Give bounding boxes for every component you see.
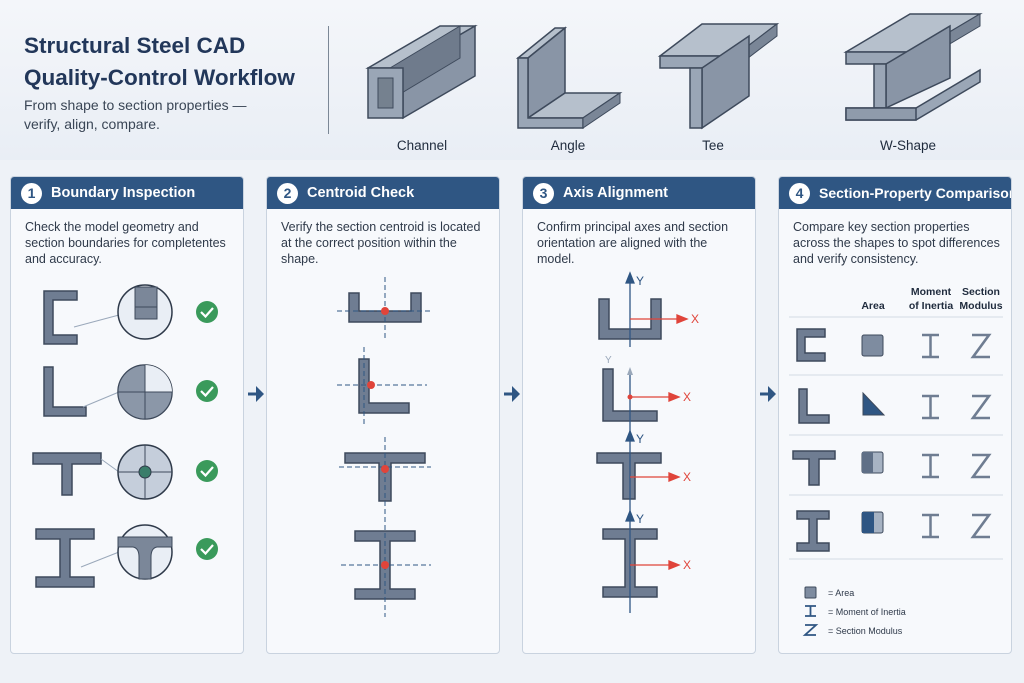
tee-section-icon — [596, 452, 662, 500]
column-header-moment: Moment — [911, 286, 952, 298]
header: Structural Steel CAD Quality-Control Wor… — [0, 0, 1024, 160]
panel-header: 2 Centroid Check — [267, 177, 499, 209]
column-header-moment-line2: of Inertia — [909, 300, 953, 312]
step-title: Centroid Check — [307, 185, 415, 201]
channel-section-icon — [43, 290, 78, 345]
arrow-right-icon — [248, 386, 264, 402]
check-icon — [196, 460, 218, 482]
step-number: 2 — [277, 182, 298, 204]
step-panel-axis-alignment: 3 Axis Alignment Confirm principal axes … — [522, 176, 756, 654]
step-panel-boundary-inspection: 1 Boundary Inspection Check the model ge… — [10, 176, 244, 654]
zoom-circle-icon — [117, 524, 173, 580]
check-icon — [196, 301, 218, 323]
tee-section-icon — [792, 450, 836, 486]
step-title: Axis Alignment — [563, 185, 669, 201]
channel-section-icon — [796, 328, 826, 362]
step-panel-centroid-check: 2 Centroid Check Verify the section cent… — [266, 176, 500, 654]
axis-y-label: Y — [636, 274, 644, 288]
page-subtitle: From shape to section properties — verif… — [24, 97, 247, 132]
legend-moment-label: = Moment of Inertia — [828, 607, 906, 617]
legend-moment-icon — [805, 605, 816, 617]
step-description: Verify the section centroid is located a… — [281, 220, 481, 266]
zoom-circle-icon — [117, 364, 173, 420]
channel-section-icon — [348, 292, 422, 323]
axis-x-label: X — [683, 558, 691, 572]
legend-area-label: = Area — [828, 588, 854, 598]
axis-x-label: X — [683, 470, 691, 484]
angle-section-icon — [602, 368, 658, 422]
centroid-check-diagram — [337, 277, 432, 617]
column-header-modulus: Section — [962, 286, 1000, 298]
channel-section-icon — [598, 298, 662, 340]
angle-section-icon — [43, 366, 87, 417]
step-title: Section-Property Comparison — [819, 185, 1012, 201]
zoom-circle-icon — [117, 444, 173, 500]
i-section-icon — [35, 528, 95, 588]
axis-x-label: X — [691, 312, 699, 326]
page-title: Structural Steel CAD Quality-Control Wor… — [24, 33, 295, 90]
moment-of-inertia-icon — [922, 333, 939, 539]
i-section-icon — [796, 510, 830, 552]
check-icon — [196, 380, 218, 402]
area-icon — [862, 391, 886, 416]
axis-y-label: Y — [605, 355, 612, 366]
shape-label-angle: Angle — [550, 138, 586, 153]
tee-section-icon — [32, 452, 102, 496]
axis-alignment-diagram: Y Y Y Y X X X X — [596, 271, 699, 613]
axis-y-label: Y — [636, 512, 644, 526]
step-panel-section-property-comparison: 4 Section-Property Comparison Compare ke… — [778, 176, 1012, 654]
area-icon — [861, 334, 884, 357]
shape-label-channel: Channel — [396, 138, 448, 153]
column-header-modulus-line2: Modulus — [959, 300, 1002, 312]
w-shape-3d-icon — [843, 13, 983, 121]
check-icon — [196, 538, 218, 560]
shape-label-tee: Tee — [702, 138, 724, 153]
step-description: Compare key section properties across th… — [793, 220, 1000, 266]
zoom-circle-icon — [117, 284, 173, 340]
section-modulus-icon — [970, 333, 992, 539]
panel-header: 4 Section-Property Comparison — [779, 177, 1011, 209]
shape-label-w-shape: W-Shape — [879, 138, 937, 153]
angle-3d-icon — [515, 26, 623, 129]
header-divider — [328, 26, 329, 134]
step-number: 4 — [789, 182, 810, 204]
legend-area-icon — [804, 586, 817, 599]
panel-header: 1 Boundary Inspection — [11, 177, 243, 209]
angle-section-icon — [358, 358, 410, 414]
arrow-right-icon — [760, 386, 776, 402]
legend-modulus-icon — [802, 624, 819, 636]
channel-3d-icon — [365, 24, 478, 120]
axis-y-label: Y — [636, 432, 644, 446]
column-header-area: Area — [861, 300, 885, 312]
centroid-marker — [367, 307, 389, 569]
step-description: Check the model geometry and section bou… — [25, 220, 226, 266]
section-property-table: Area Moment of Inertia Section Modulus — [789, 286, 1003, 636]
step-title: Boundary Inspection — [51, 185, 196, 201]
step-number: 3 — [533, 182, 554, 204]
angle-section-icon — [798, 388, 830, 424]
boundary-inspection-diagram — [32, 284, 218, 588]
step-description: Confirm principal axes and section orien… — [537, 220, 729, 266]
tee-3d-icon — [657, 22, 780, 130]
axis-x-label: X — [683, 390, 691, 404]
panel-header: 3 Axis Alignment — [523, 177, 755, 209]
arrow-right-icon — [504, 386, 520, 402]
legend-modulus-label: = Section Modulus — [828, 626, 903, 636]
step-number: 1 — [21, 182, 42, 204]
